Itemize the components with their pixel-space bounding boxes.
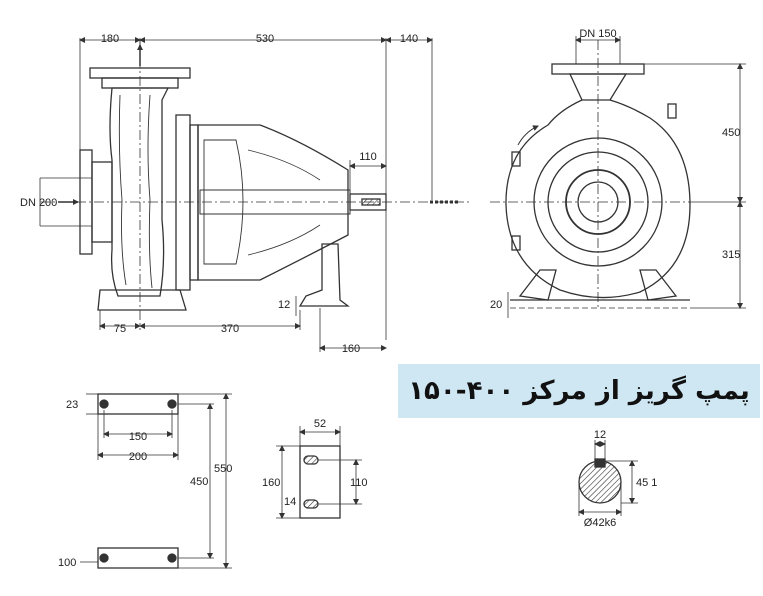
front-dimension-lines	[507, 36, 746, 318]
dim-support-hole-spacing: 110	[350, 477, 368, 489]
casing-circle-3	[565, 169, 631, 235]
dim-hole-distance: 450	[190, 476, 208, 488]
support-dimension-lines	[276, 426, 362, 519]
anchor-hole	[99, 399, 109, 409]
shaft-section	[578, 440, 638, 516]
pump-front-view	[490, 36, 746, 318]
bolt	[511, 235, 521, 251]
dim-key-width: 12	[594, 429, 606, 441]
dim-inlet: DN 200	[20, 197, 57, 209]
pump-side-view	[39, 37, 470, 352]
dim-base-middle: 370	[221, 323, 239, 335]
bracket-flange	[175, 114, 191, 291]
dim-hole-offset: 23	[66, 399, 78, 411]
volute-outline	[505, 99, 691, 299]
rotation-arrow	[517, 125, 539, 146]
bearing-bracket	[197, 124, 349, 281]
support-slot	[303, 499, 319, 509]
dim-support-width: 160	[342, 343, 360, 355]
casing-inner-line-2	[147, 94, 153, 289]
base-plate-bottom	[97, 547, 179, 569]
dim-side-top-left: 180	[101, 33, 119, 45]
base-plate-top	[97, 393, 179, 415]
bracket-window	[203, 139, 244, 265]
casing-inner-line	[118, 94, 127, 286]
dim-front-foot: 20	[490, 299, 502, 311]
dim-side-top-right: 140	[400, 33, 418, 45]
key-slot	[594, 458, 606, 468]
dim-foot-height: 12	[278, 299, 290, 311]
shaft-dimension-lines	[578, 440, 638, 516]
front-foot-right	[639, 269, 678, 301]
dim-inner-spacing: 150	[129, 431, 147, 443]
dim-bottom-offset: 100	[58, 557, 76, 569]
base-dimension-lines	[80, 393, 232, 569]
bracket-rib	[247, 149, 321, 181]
support-slot	[303, 455, 319, 465]
dim-lower-height: 315	[722, 249, 740, 261]
casing-foot	[97, 289, 187, 311]
shaft-circle	[577, 181, 619, 223]
dim-upper-height: 450	[722, 127, 740, 139]
dim-shaft-diameter: Ø42k6	[584, 517, 616, 529]
bolt	[667, 103, 677, 119]
support-plan	[276, 426, 362, 519]
shaft-key	[361, 198, 381, 206]
dim-support-hole-diameter: 14	[284, 496, 296, 508]
dim-outlet: DN 150	[579, 28, 616, 40]
dim-key-depth: 45 1	[636, 477, 657, 489]
anchor-hole	[167, 553, 177, 563]
suction-neck	[91, 161, 113, 243]
side-dimension-lines	[39, 37, 433, 352]
pump-title: پمپ گریز از مرکز ۴۰۰-۱۵۰	[408, 376, 750, 406]
bolt	[511, 151, 521, 167]
anchor-hole	[167, 399, 177, 409]
anchor-hole	[99, 553, 109, 563]
dim-total-length: 550	[214, 463, 232, 475]
title-banner: پمپ گریز از مرکز ۴۰۰-۱۵۰	[398, 364, 760, 418]
dim-side-top-middle: 530	[256, 33, 274, 45]
base-plan	[80, 393, 232, 569]
dim-outer-width: 200	[129, 451, 147, 463]
dim-support-plate-width: 52	[314, 418, 326, 430]
casing-circle	[533, 137, 663, 267]
dim-base-left: 75	[114, 323, 126, 335]
bracket-rib-2	[247, 224, 321, 256]
volute-casing	[109, 87, 170, 297]
bracket-flange-2	[189, 124, 199, 281]
front-foot-left	[518, 269, 557, 301]
support-foot	[298, 243, 350, 307]
dim-shaft-length: 110	[359, 151, 377, 163]
dimension-labels: 180 530 140 DN 200 110 12 75 370 160 DN …	[20, 28, 740, 569]
dim-support-total-height: 160	[262, 477, 280, 489]
casing-circle-2	[547, 151, 649, 253]
support-plate	[299, 445, 341, 519]
